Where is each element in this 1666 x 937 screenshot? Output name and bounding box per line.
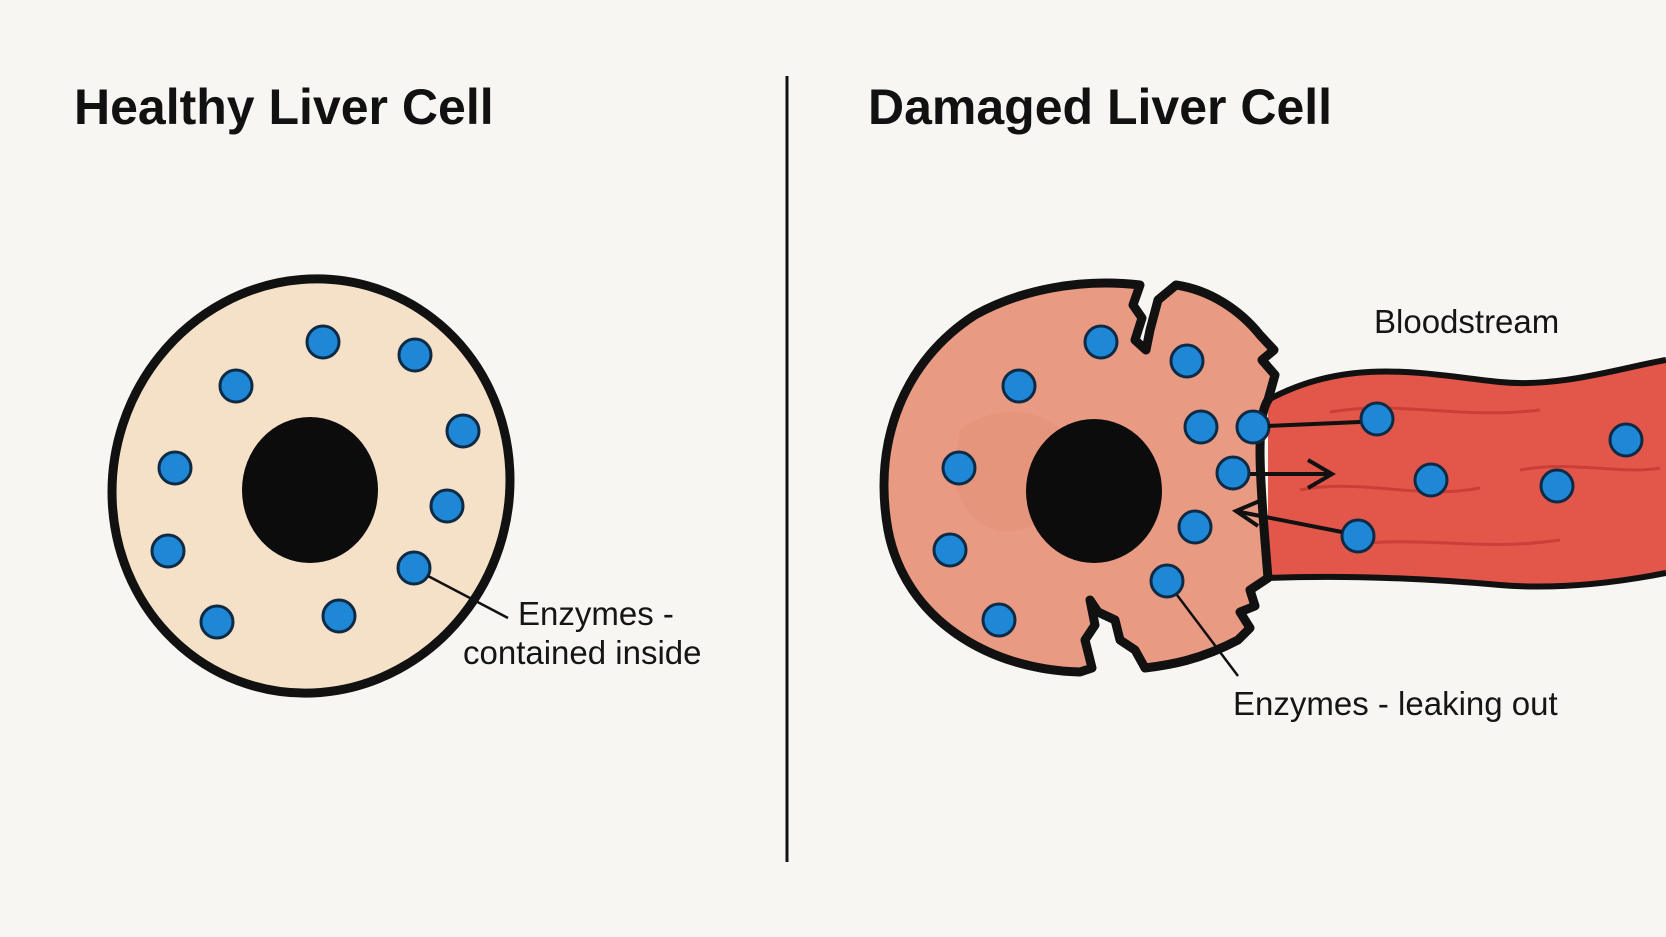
arrow-head-right: [1306, 458, 1336, 490]
enzyme-dot: [445, 413, 481, 449]
enzyme-dot: [981, 602, 1017, 638]
enzyme-dot: [932, 532, 968, 568]
enzyme-dot: [397, 337, 433, 373]
enzyme-dot: [1169, 343, 1205, 379]
enzyme-dot: [396, 550, 432, 586]
healthy-enzymes-label-line1: Enzymes -: [518, 595, 674, 632]
enzyme-dot: [1539, 468, 1575, 504]
damaged-enzymes: [932, 324, 1271, 638]
bloodstream-enzymes: [1340, 401, 1644, 554]
healthy-enzymes-label-line2: contained inside: [463, 634, 702, 671]
enzyme-dot: [1340, 518, 1376, 554]
enzyme-dot: [305, 324, 341, 360]
damaged-enzymes-label: Enzymes - leaking out: [1233, 685, 1558, 722]
enzyme-dot: [1359, 401, 1395, 437]
healthy-cell-title: Healthy Liver Cell: [74, 79, 494, 135]
healthy-liver-cell: [107, 274, 515, 698]
bloodstream-outline-bottom: [1267, 570, 1666, 590]
damaged-liver-cell: [879, 278, 1280, 677]
healthy-enzymes: [150, 324, 481, 640]
healthy-cell-nucleus: [242, 417, 378, 563]
enzyme-dot: [1001, 368, 1037, 404]
damaged-cell-title: Damaged Liver Cell: [868, 79, 1332, 135]
enzyme-dot: [218, 368, 254, 404]
enzyme-dot: [1083, 324, 1119, 360]
arrow-head-left: [1231, 498, 1263, 528]
enzyme-dot: [150, 533, 186, 569]
enzyme-dot: [1608, 422, 1644, 458]
enzyme-dot: [1215, 455, 1251, 491]
bloodstream-label: Bloodstream: [1374, 303, 1559, 340]
damaged-cell-nucleus: [1026, 419, 1162, 563]
arrow-line: [1239, 510, 1343, 534]
damaged-label-leader: [1176, 594, 1239, 677]
bloodstream-texture: [1299, 406, 1661, 547]
enzyme-dot: [1183, 409, 1219, 445]
enzyme-dot: [321, 598, 357, 634]
enzyme-dot: [429, 488, 465, 524]
leak-arrows: [1231, 420, 1361, 534]
enzyme-dot: [157, 450, 193, 486]
bloodstream-outline-top: [1266, 357, 1666, 403]
healthy-label-leader: [427, 574, 509, 620]
enzyme-dot: [1149, 563, 1185, 599]
enzyme-dot: [199, 604, 235, 640]
enzyme-dot: [1413, 462, 1449, 498]
arrow-line: [1267, 420, 1361, 428]
enzyme-dot: [941, 450, 977, 486]
enzyme-dot: [1177, 509, 1213, 545]
enzyme-dot: [1235, 409, 1271, 445]
